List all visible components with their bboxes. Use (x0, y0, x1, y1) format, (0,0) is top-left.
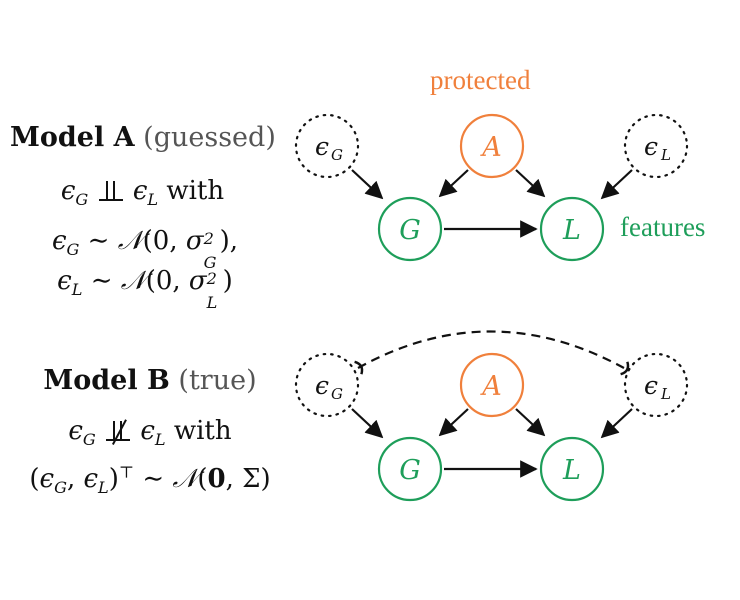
model-b-dependence: ϵG ϵL with (68, 416, 232, 450)
model-b-with: with (173, 416, 232, 446)
node-eps-g-b (294, 352, 360, 418)
features-label: features (620, 212, 706, 242)
svg-text:G: G (331, 385, 343, 403)
node-g-a (377, 196, 443, 262)
edge-epsl-to-l (600, 169, 633, 200)
node-eps-g-a-label: ϵ (315, 132, 329, 161)
svg-text:G: G (331, 146, 343, 164)
model-a-with: with (166, 176, 225, 206)
node-eps-l-a-label: ϵ (644, 132, 658, 161)
model-b-title: Model B (true) (10, 365, 290, 396)
model-b-name: Model B (43, 365, 170, 396)
svg-text:L: L (660, 146, 671, 164)
node-a-a-label: A (479, 132, 502, 163)
edge-epsl-to-l-b (600, 408, 633, 439)
node-l-a (539, 196, 605, 262)
independence-symbol (97, 181, 125, 201)
node-eps-l-a (623, 113, 689, 179)
node-eps-l-b (623, 352, 689, 418)
edge-epsg-to-g (351, 169, 384, 200)
node-a-b-label: A (479, 371, 502, 402)
not-independent-symbol (104, 419, 132, 445)
protected-label: protected (430, 65, 531, 95)
model-a-graph: ϵ G ϵ L A G L (294, 113, 689, 262)
node-g-b (377, 436, 443, 502)
node-a-b (459, 352, 525, 418)
node-eps-g-a (294, 113, 360, 179)
svg-text:L: L (660, 385, 671, 403)
node-l-b (539, 436, 605, 502)
node-l-a-label: L (562, 215, 581, 246)
node-g-a-label: G (399, 215, 421, 246)
model-a-name: Model A (10, 122, 135, 153)
model-a-qualifier: (guessed) (143, 122, 276, 153)
node-eps-l-b-label: ϵ (644, 371, 658, 400)
model-b-dist: (ϵG, ϵL)⊤ ∼ 𝒩(0, Σ) (29, 462, 271, 498)
edge-epsg-to-g-b (351, 408, 384, 439)
edge-epsg-epsl-correlation (354, 330, 630, 376)
model-a-independence: ϵG ϵL with (60, 176, 225, 210)
edge-a-to-g-b (438, 408, 469, 437)
node-eps-g-b-label: ϵ (315, 371, 329, 400)
edge-a-to-l-b (515, 408, 546, 437)
model-a-title: Model A (guessed) (10, 122, 276, 153)
model-b-qualifier: (true) (178, 365, 257, 396)
node-g-b-label: G (399, 455, 421, 486)
node-l-b-label: L (562, 455, 581, 486)
edge-a-to-g (438, 169, 469, 198)
edge-a-to-l (515, 169, 546, 198)
model-b-graph: ϵ G ϵ L A G L (294, 330, 689, 502)
node-a-a (459, 113, 525, 179)
